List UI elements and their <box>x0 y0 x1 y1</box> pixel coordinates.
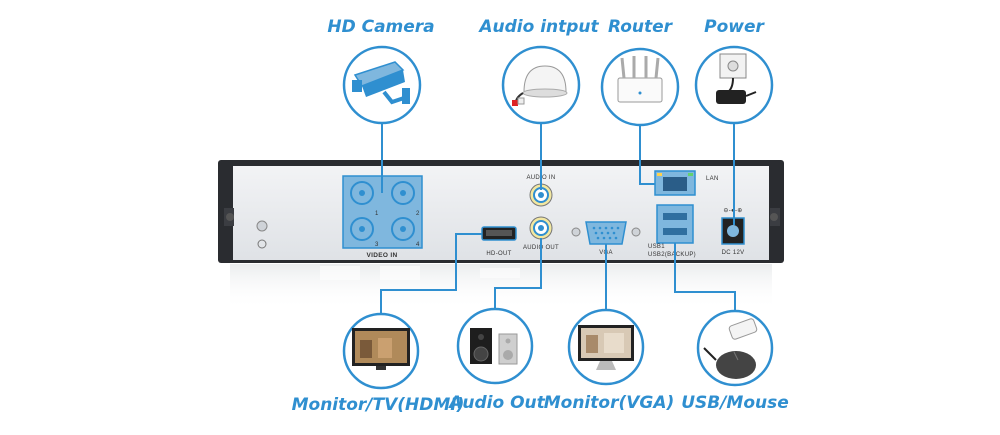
rack-screw-left <box>226 213 234 221</box>
speaker-icon <box>470 328 518 365</box>
channel-2-label: 2 <box>416 211 420 217</box>
rack-screw-right <box>770 213 778 221</box>
router-node <box>600 47 680 127</box>
label-audio-out: Audio Out <box>449 393 545 413</box>
dc-polarity-icon: ⊖-●-⊕ <box>723 208 742 214</box>
line-router <box>639 125 655 185</box>
channel-3-label: 3 <box>375 242 379 248</box>
ground-icon <box>257 239 267 249</box>
usb-ports <box>656 204 694 244</box>
bnc-port-4 <box>391 217 415 241</box>
video-in-label: VIDEO IN <box>367 252 398 259</box>
usb-mouse-node <box>696 309 774 387</box>
label-monitor-vga: Monitor(VGA) <box>543 393 675 413</box>
dc-power-port: ⊖-●-⊕ DC 12V <box>721 208 745 256</box>
microphone-icon <box>512 65 568 106</box>
panel-reflection <box>230 264 772 310</box>
lan-usb-block: LAN USB1 USB2(BACKUP) <box>648 170 719 258</box>
vga-monitor-icon <box>578 325 634 370</box>
bnc-port-1 <box>350 181 374 205</box>
usb-mouse-icon <box>703 318 758 379</box>
hd-out-label: HD-OUT <box>486 251 511 257</box>
bnc-port-3 <box>350 217 374 241</box>
label-power: Power <box>704 17 764 37</box>
line-monitor-hdmi <box>380 233 482 318</box>
dc-label: DC 12V <box>722 250 745 256</box>
lan-label: LAN <box>706 176 719 182</box>
channel-4-label: 4 <box>416 242 420 248</box>
power-adapter-icon <box>716 53 757 104</box>
monitor-hdmi-node <box>342 312 420 390</box>
label-monitor-hdmi: Monitor/TV(HDMI) <box>291 395 465 415</box>
label-router: Router <box>607 17 673 37</box>
ground-screw <box>256 220 268 232</box>
hd-camera-node <box>342 45 422 125</box>
usb2-label: USB2(BACKUP) <box>648 252 696 258</box>
monitor-vga-node <box>567 308 645 386</box>
camera-icon <box>352 61 410 105</box>
usb1-label: USB1 <box>648 244 665 250</box>
tv-monitor-icon <box>352 328 410 370</box>
router-icon <box>617 56 663 103</box>
connection-lines <box>380 123 736 318</box>
bnc-port-2 <box>391 181 415 205</box>
audio-out-node <box>456 307 534 385</box>
audio-input-node <box>501 45 581 125</box>
label-hd-camera: HD Camera <box>327 17 435 37</box>
channel-1-label: 1 <box>375 211 379 217</box>
dvr-rear-panel <box>218 160 784 263</box>
label-audio-input: Audio intput <box>479 17 599 37</box>
power-node <box>694 45 774 125</box>
line-usb-mouse <box>674 243 736 312</box>
label-usb-mouse: USB/Mouse <box>681 393 789 413</box>
line-audio-out <box>494 238 542 312</box>
